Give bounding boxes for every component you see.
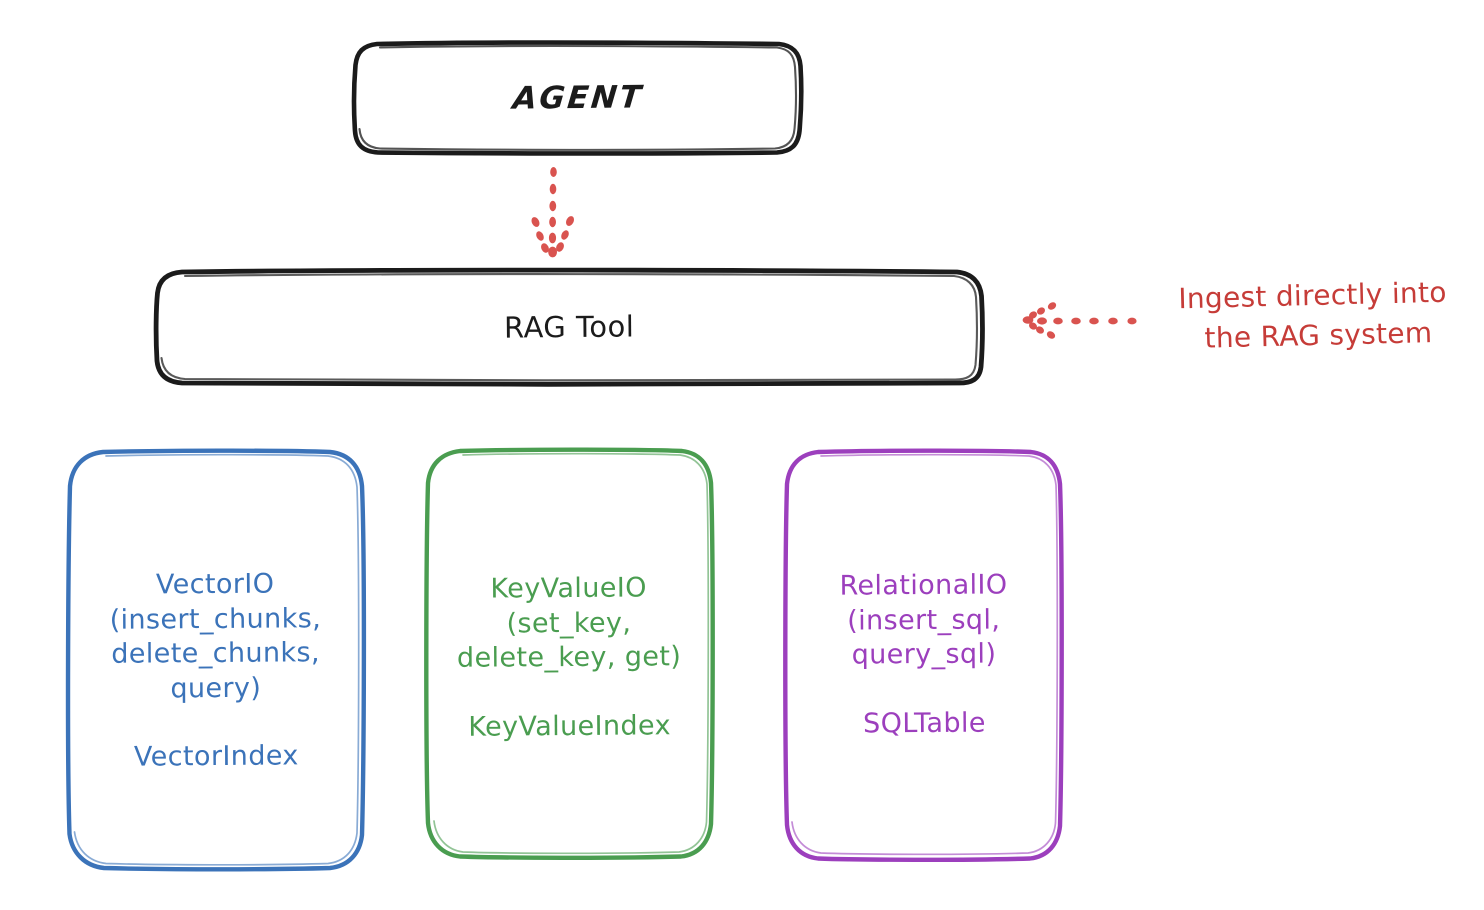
relationalio-box-outline xyxy=(783,448,1064,863)
ingest-to-rag-arrow xyxy=(1022,302,1137,339)
sqltable-label: SQLTable xyxy=(862,707,986,739)
rag-tool-box-outline xyxy=(153,267,985,387)
relationalio-node[interactable]: RelationalIO (insert_sql, query_sql) SQL… xyxy=(786,450,1061,860)
keyvalueindex-label: KeyValueIndex xyxy=(468,709,672,743)
vectorio-node[interactable]: VectorIO (insert_chunks, delete_chunks, … xyxy=(68,450,364,870)
keyvalueio-box-outline xyxy=(424,447,715,861)
agent-node[interactable]: AGENT xyxy=(355,42,801,153)
rag-tool-label: RAG Tool xyxy=(504,308,635,345)
vectorindex-label: VectorIndex xyxy=(134,740,300,773)
keyvalueio-body: KeyValueIO (set_key, delete_key, get) Ke… xyxy=(447,571,692,745)
relationalio-body: RelationalIO (insert_sql, query_sql) SQL… xyxy=(829,568,1018,741)
ingest-annotation: Ingest directly into the RAG system xyxy=(1147,272,1479,360)
agent-to-rag-arrow xyxy=(531,167,575,258)
agent-box-outline xyxy=(351,40,804,156)
vectorio-methods-label: VectorIO (insert_chunks, delete_chunks, … xyxy=(109,568,322,704)
vectorio-box-outline xyxy=(65,448,367,872)
relationalio-methods-label: RelationalIO (insert_sql, query_sql) xyxy=(838,569,1008,671)
keyvalueio-methods-label: KeyValueIO (set_key, delete_key, get) xyxy=(457,572,682,674)
rag-tool-node[interactable]: RAG Tool xyxy=(156,270,983,383)
vectorio-body: VectorIO (insert_chunks, delete_chunks, … xyxy=(100,567,333,775)
ingest-annotation-line-2: the RAG system xyxy=(1204,315,1433,355)
keyvalueio-node[interactable]: KeyValueIO (set_key, delete_key, get) Ke… xyxy=(427,449,712,857)
agent-label: AGENT xyxy=(511,78,645,117)
